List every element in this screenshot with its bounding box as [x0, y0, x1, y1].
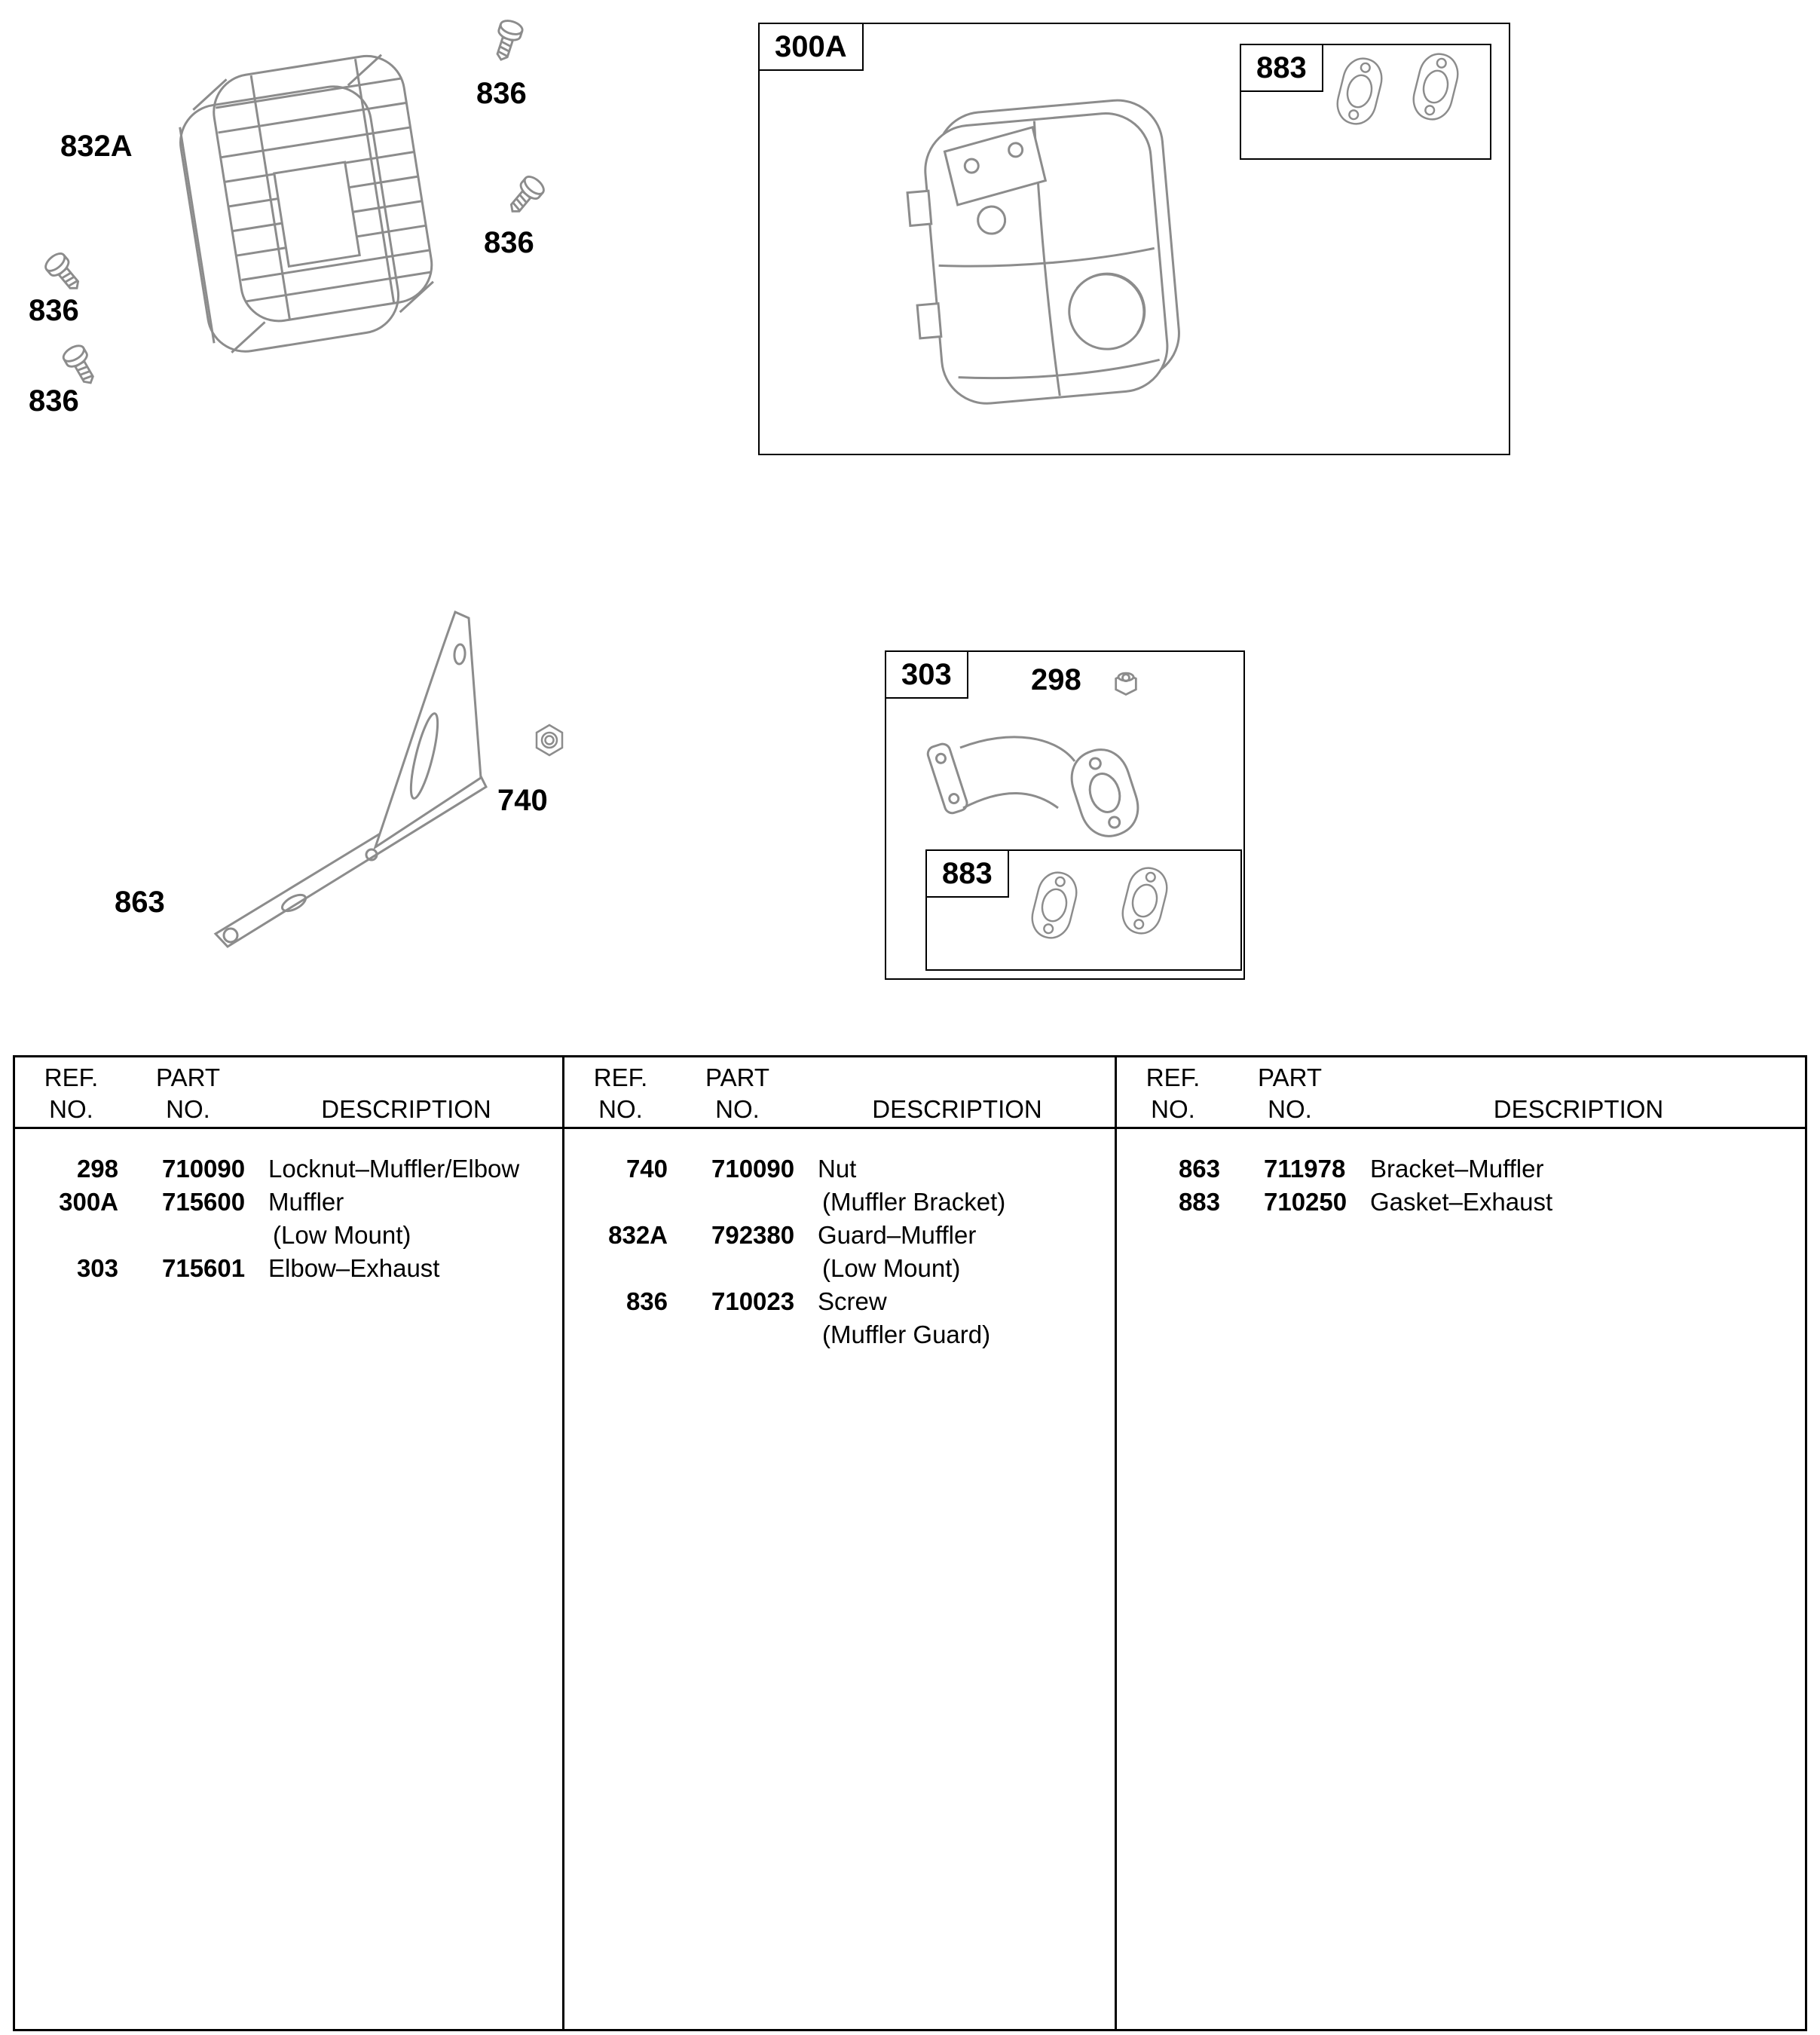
screw-callout: 836	[484, 226, 534, 259]
muffler-box-tag: 300A	[758, 23, 864, 71]
table-body: 298 710090 Locknut–Muffler/Elbow 300A 71…	[15, 1125, 562, 1285]
description-line: Bracket–Muffler	[1370, 1155, 1544, 1183]
table-column-1: REF. PART NO. NO. DESCRIPTION 298 710090…	[15, 1057, 562, 2029]
description-line: Gasket–Exhaust	[1370, 1188, 1553, 1216]
description-line: Nut	[818, 1155, 857, 1183]
table-body: 863 711978 Bracket–Muffler 883 710250 Ga…	[1117, 1125, 1805, 1219]
description-line: (Muffler Guard)	[822, 1320, 991, 1348]
ref-no: 832A	[608, 1221, 668, 1249]
table-row: 863 711978 Bracket–Muffler	[1117, 1152, 1805, 1186]
description: Bracket–Muffler	[1360, 1152, 1797, 1186]
header-desc: DESCRIPTION	[872, 1095, 1042, 1123]
locknut-callout: 298	[1031, 663, 1081, 696]
bracket-callout: 863	[115, 886, 165, 919]
muffler-guard-drawing	[179, 54, 434, 353]
header-ref: NO.	[1151, 1095, 1195, 1123]
description-line: Elbow–Exhaust	[268, 1254, 440, 1282]
table-column-3: REF. PART NO. NO. DESCRIPTION 863 711978…	[1117, 1057, 1805, 2029]
description: Screw (Muffler Guard)	[807, 1285, 1107, 1351]
part-no: 710090	[162, 1155, 246, 1183]
ref-no: 883	[1178, 1188, 1220, 1216]
description: Guard–Muffler (Low Mount)	[807, 1219, 1107, 1285]
part-no: 710090	[711, 1155, 795, 1183]
gasket-icon	[1406, 50, 1465, 124]
header-part: NO.	[715, 1095, 760, 1123]
header-ref: NO.	[49, 1095, 93, 1123]
header-desc: DESCRIPTION	[321, 1095, 491, 1123]
description-line: Guard–Muffler	[818, 1221, 977, 1249]
table-header-divider	[15, 1127, 1805, 1129]
header-ref: REF.	[1146, 1063, 1201, 1091]
part-no: 710023	[711, 1287, 795, 1315]
description: Locknut–Muffler/Elbow	[258, 1152, 555, 1186]
part-no: 710250	[1264, 1188, 1347, 1216]
header-desc	[807, 1062, 1107, 1094]
description: Gasket–Exhaust	[1360, 1186, 1797, 1219]
muffler-drawing	[906, 99, 1180, 405]
header-ref: NO.	[598, 1095, 643, 1123]
nut-callout: 740	[497, 784, 548, 817]
table-row: 832A 792380 Guard–Muffler (Low Mount)	[564, 1219, 1115, 1285]
table-divider	[1115, 1057, 1117, 2029]
screw-callout: 836	[476, 77, 527, 110]
locknut-icon	[1111, 669, 1141, 698]
table-column-2: REF. PART NO. NO. DESCRIPTION 740 710090…	[564, 1057, 1115, 2029]
part-no: 715600	[162, 1188, 246, 1216]
gasket-icon	[1025, 868, 1084, 942]
screw-callout: 836	[29, 294, 79, 327]
ref-no: 303	[76, 1254, 118, 1282]
table-row: 300A 715600 Muffler (Low Mount)	[15, 1186, 562, 1252]
header-part: PART	[705, 1063, 769, 1091]
header-part: NO.	[1268, 1095, 1312, 1123]
screw-icon	[36, 244, 92, 301]
table-header: REF. PART NO. NO. DESCRIPTION	[564, 1057, 1115, 1125]
hex-nut-icon	[531, 722, 567, 758]
part-no: 792380	[711, 1221, 795, 1249]
header-part: NO.	[166, 1095, 210, 1123]
description: Nut (Muffler Bracket)	[807, 1152, 1107, 1219]
description-line: (Low Mount)	[822, 1254, 961, 1282]
header-desc: DESCRIPTION	[1493, 1095, 1664, 1123]
elbow-box-tag: 303	[885, 650, 968, 699]
screw-icon	[497, 167, 553, 225]
description-line: (Muffler Bracket)	[822, 1188, 1006, 1216]
description-line: Locknut–Muffler/Elbow	[268, 1155, 520, 1183]
table-row: 298 710090 Locknut–Muffler/Elbow	[15, 1152, 562, 1186]
ref-no: 298	[76, 1155, 118, 1183]
ref-no: 300A	[59, 1188, 118, 1216]
header-desc	[258, 1062, 555, 1094]
guard-callout: 832A	[60, 130, 133, 163]
description: Elbow–Exhaust	[258, 1252, 555, 1285]
table-body: 740 710090 Nut (Muffler Bracket) 832A 79…	[564, 1125, 1115, 1351]
header-part: PART	[1258, 1063, 1322, 1091]
table-row: 836 710023 Screw (Muffler Guard)	[564, 1285, 1115, 1351]
table-header: REF. PART NO. NO. DESCRIPTION	[15, 1057, 562, 1125]
gasket-box-tag: 883	[1240, 44, 1323, 92]
description-line: Muffler	[268, 1188, 344, 1216]
gasket-box-tag: 883	[925, 849, 1009, 898]
table-row: 740 710090 Nut (Muffler Bracket)	[564, 1152, 1115, 1219]
part-no: 711978	[1264, 1155, 1346, 1183]
gasket-icon	[1115, 864, 1174, 938]
parts-table: REF. PART NO. NO. DESCRIPTION 298 710090…	[13, 1055, 1807, 2031]
description-line: (Low Mount)	[273, 1221, 411, 1249]
table-row: 303 715601 Elbow–Exhaust	[15, 1252, 562, 1285]
part-no: 715601	[162, 1254, 246, 1282]
ref-no: 740	[626, 1155, 668, 1183]
screw-callout: 836	[29, 384, 79, 418]
table-row: 883 710250 Gasket–Exhaust	[1117, 1186, 1805, 1219]
exhaust-elbow-drawing	[926, 736, 1139, 837]
table-divider	[562, 1057, 564, 2029]
header-ref: REF.	[593, 1063, 648, 1091]
header-desc	[1360, 1062, 1797, 1094]
ref-no: 863	[1178, 1155, 1220, 1183]
description-line: Screw	[818, 1287, 887, 1315]
header-ref: REF.	[44, 1063, 99, 1091]
table-header: REF. PART NO. NO. DESCRIPTION	[1117, 1057, 1805, 1125]
bracket-drawing	[213, 610, 488, 948]
description: Muffler (Low Mount)	[258, 1186, 555, 1252]
ref-no: 836	[626, 1287, 668, 1315]
gasket-icon	[1330, 54, 1389, 128]
header-part: PART	[156, 1063, 220, 1091]
